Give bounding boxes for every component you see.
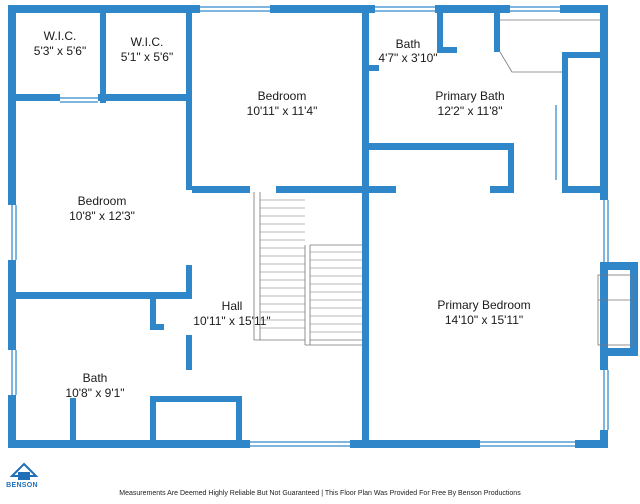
primary-bath-fixture xyxy=(499,19,600,73)
stair-treads xyxy=(260,199,362,333)
staircase xyxy=(253,192,362,346)
bath-small-dims: 4'7" x 3'10" xyxy=(378,51,437,65)
bath-small-name: Bath xyxy=(396,37,421,51)
benson-logo-icon xyxy=(9,462,39,480)
hall-dims: 10'11" x 15'11" xyxy=(193,314,270,328)
wic-left-name: W.I.C. xyxy=(44,29,77,43)
fireplace xyxy=(597,274,633,346)
wic-left-dims: 5'3" x 5'6" xyxy=(34,44,86,58)
wic-right-name: W.I.C. xyxy=(131,35,164,49)
primary-bath-dims: 12'2" x 11'8" xyxy=(438,104,503,118)
bedroom-top-name: Bedroom xyxy=(258,89,307,103)
logo-text: BENSON xyxy=(6,482,38,489)
room-labels: W.I.C. 5'3" x 5'6" W.I.C. 5'1" x 5'6" Be… xyxy=(34,29,531,400)
bedroom-top-dims: 10'11" x 11'4" xyxy=(247,104,318,118)
bath-lower-dims: 10'8" x 9'1" xyxy=(65,386,124,400)
footer-disclaimer: Measurements Are Deemed Highly Reliable … xyxy=(119,490,521,497)
primary-bath-name: Primary Bath xyxy=(435,89,504,103)
bath-lower-name: Bath xyxy=(83,371,108,385)
bedroom-left-name: Bedroom xyxy=(78,194,127,208)
windows xyxy=(11,6,609,447)
walls xyxy=(8,5,638,448)
primary-bedroom-name: Primary Bedroom xyxy=(437,298,530,312)
primary-bedroom-dims: 14'10" x 15'11" xyxy=(445,313,523,327)
hall-name: Hall xyxy=(222,299,243,313)
wic-right-dims: 5'1" x 5'6" xyxy=(121,50,173,64)
bedroom-left-dims: 10'8" x 12'3" xyxy=(69,209,135,223)
